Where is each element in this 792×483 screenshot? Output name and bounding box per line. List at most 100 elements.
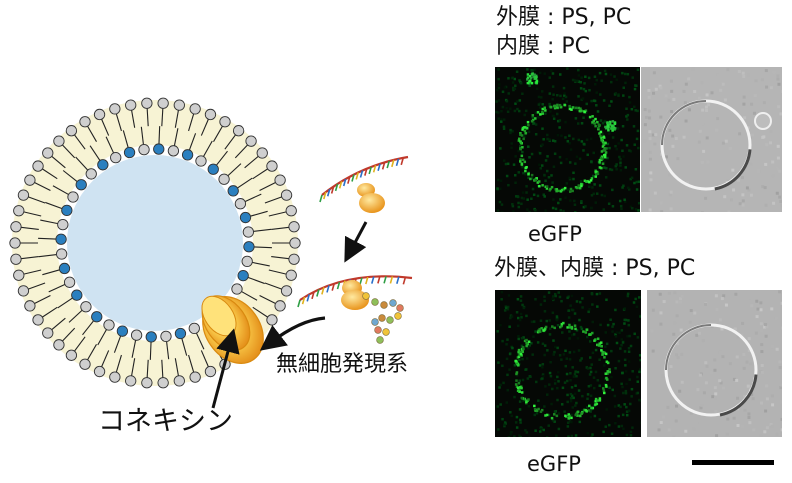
texture-pixel	[749, 362, 753, 366]
texture-pixel	[780, 301, 782, 305]
noise-pixel	[498, 200, 502, 204]
noise-pixel	[568, 330, 571, 333]
texture-pixel	[689, 309, 693, 313]
noise-pixel	[538, 152, 542, 155]
noise-pixel	[605, 298, 608, 302]
noise-pixel	[603, 364, 606, 367]
ring-pixel	[553, 106, 557, 110]
noise-pixel	[516, 107, 519, 111]
lipid-head-outer	[42, 147, 54, 159]
noise-pixel	[551, 297, 554, 301]
noise-pixel	[564, 136, 567, 139]
ring-pixel	[542, 329, 545, 332]
noise-pixel	[574, 404, 577, 407]
ring-pixel	[555, 189, 558, 193]
noise-pixel	[521, 303, 524, 307]
noise-pixel	[568, 337, 571, 340]
connexin-label: コネキシン	[98, 406, 233, 437]
nucleotide	[351, 174, 355, 182]
lipid-head-inner	[145, 331, 157, 343]
noise-pixel	[572, 137, 575, 141]
noise-pixel	[541, 366, 544, 369]
ring-pixel	[521, 126, 525, 130]
noise-pixel	[625, 413, 629, 417]
ring-pixel	[566, 326, 569, 329]
lipid-head-inner	[57, 218, 69, 231]
lipid-tail	[115, 112, 122, 132]
noise-pixel	[579, 80, 582, 84]
noise-pixel	[611, 325, 614, 328]
noise-pixel	[575, 374, 578, 378]
noise-pixel	[535, 87, 539, 90]
noise-pixel	[516, 374, 519, 377]
ring-pixel	[559, 105, 563, 109]
ring-pixel	[590, 177, 594, 180]
noise-pixel	[601, 132, 604, 136]
noise-pixel	[515, 415, 519, 419]
texture-pixel	[723, 98, 727, 102]
noise-pixel	[579, 180, 583, 183]
noise-pixel	[531, 353, 534, 356]
noise-pixel	[497, 361, 500, 364]
ring-pixel	[578, 186, 582, 190]
noise-pixel	[511, 81, 515, 84]
bright-spot	[526, 78, 529, 81]
noise-pixel	[505, 99, 509, 103]
noise-pixel	[507, 436, 511, 437]
noise-pixel	[513, 109, 517, 113]
lipid-head-outer	[274, 300, 286, 312]
noise-pixel	[626, 72, 630, 76]
noise-pixel	[548, 327, 552, 330]
texture-pixel	[666, 405, 670, 409]
texture-pixel	[652, 91, 656, 95]
lipid-head-outer	[10, 253, 22, 265]
noise-pixel	[558, 73, 562, 76]
noise-pixel	[639, 315, 641, 318]
nucleotide	[386, 160, 390, 169]
texture-pixel	[778, 366, 782, 370]
noise-pixel	[519, 299, 523, 302]
ring-pixel	[527, 340, 531, 343]
noise-pixel	[601, 121, 605, 125]
noise-pixel	[558, 354, 562, 357]
bright-spot	[530, 73, 534, 76]
noise-pixel	[565, 372, 569, 376]
noise-pixel	[524, 368, 528, 371]
fluorescence-panel-2	[495, 290, 641, 437]
texture-pixel	[705, 93, 709, 97]
texture-pixel	[715, 128, 719, 132]
noise-pixel	[509, 107, 512, 110]
noise-pixel	[620, 338, 624, 341]
lipid-tail	[140, 126, 144, 145]
noise-pixel	[502, 125, 506, 129]
amino-acid	[389, 299, 397, 307]
noise-pixel	[631, 426, 634, 429]
texture-pixel	[764, 409, 768, 413]
lipid-tail	[146, 359, 149, 379]
lipid-head-outer	[285, 269, 297, 281]
noise-pixel	[560, 299, 563, 303]
noise-pixel	[598, 71, 602, 75]
noise-pixel	[609, 73, 613, 76]
lipid-head-inner	[237, 269, 249, 282]
noise-pixel	[632, 125, 636, 128]
noise-pixel	[504, 162, 508, 166]
noise-pixel	[619, 347, 622, 350]
noise-pixel	[571, 406, 574, 409]
nucleotide	[395, 158, 400, 167]
ring-pixel	[550, 416, 554, 420]
noise-pixel	[566, 296, 569, 300]
lipid-head-inner	[160, 330, 172, 343]
texture-pixel	[745, 360, 749, 364]
ring-pixel	[535, 409, 539, 412]
noise-pixel	[509, 431, 513, 434]
noise-pixel	[543, 195, 546, 198]
amino-acid	[362, 292, 370, 300]
noise-pixel	[614, 308, 617, 312]
ring-pixel	[577, 106, 581, 110]
lipid-tail	[149, 341, 152, 360]
ring-pixel	[603, 351, 607, 355]
lipid-tail	[253, 246, 272, 249]
texture-pixel	[760, 78, 764, 82]
lipid-tail	[188, 133, 197, 151]
